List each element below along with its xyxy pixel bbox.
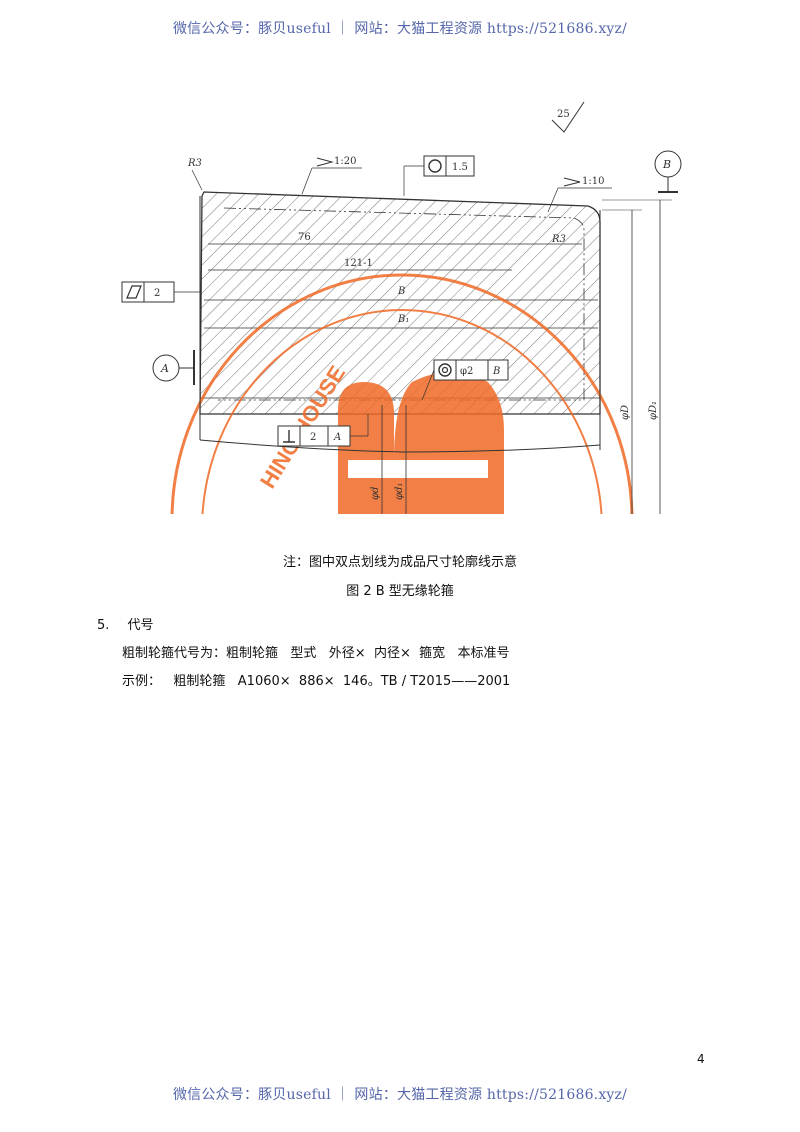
dim-B: B xyxy=(397,286,405,297)
taper-left-label: 1:20 xyxy=(334,156,356,167)
drawing-figure: HING HOUSE 25 R3 R3 xyxy=(112,100,692,514)
roughness-label: 25 xyxy=(557,109,570,120)
dim-121: 121-1 xyxy=(344,258,373,269)
taper-right-label: 1:10 xyxy=(582,176,604,187)
phi-D-label: φD xyxy=(620,405,631,420)
r3-right-label: R3 xyxy=(551,234,566,245)
phi-D1-label: φD₁ xyxy=(648,401,659,420)
flatness-tol: 2 xyxy=(154,288,160,299)
phi-d-label: φd xyxy=(370,487,381,500)
tire-section xyxy=(199,191,601,415)
page-number: 4 xyxy=(697,1052,705,1066)
figure-note: 注：图中双点划线为成品尺寸轮廓线示意 xyxy=(282,555,517,570)
dim-B1: B₁ xyxy=(397,314,409,325)
watermark-top: 微信公众号：豚贝useful ｜ 网站：大猫工程资源 https://52168… xyxy=(172,21,628,37)
phi-d1-label: φd₁ xyxy=(394,483,405,500)
example-line: 示例： 粗制轮箍 A1060× 886× 146。TB / T2015——200… xyxy=(122,674,511,689)
perp-tol: 2 xyxy=(310,432,316,443)
concentric-ref: B xyxy=(492,366,500,377)
dim-76: 76 xyxy=(298,232,311,243)
section-title: 代号 xyxy=(127,618,154,633)
datum-b-label: B xyxy=(662,158,671,171)
roundness-tol: 1.5 xyxy=(452,162,468,173)
section-number: 5. xyxy=(97,618,110,633)
perp-ref: A xyxy=(333,432,341,443)
code-format-line: 粗制轮箍代号为：粗制轮箍 型式 外径× 内径× 箍宽 本标准号 xyxy=(122,646,510,661)
concentricity-icon xyxy=(438,363,452,377)
watermark-bottom: 微信公众号：豚贝useful ｜ 网站：大猫工程资源 https://52168… xyxy=(172,1087,628,1103)
section-heading: 5. 代号 xyxy=(97,614,154,633)
finished-outline xyxy=(218,207,585,401)
figure-caption: 图 2 B 型无缘轮箍 xyxy=(346,584,454,599)
flatness-icon xyxy=(126,285,142,299)
perpendicularity-icon xyxy=(283,430,295,443)
datum-a-label: A xyxy=(160,362,169,375)
r3-left-label: R3 xyxy=(187,158,202,169)
roundness-icon xyxy=(428,159,442,173)
concentric-tol: φ2 xyxy=(460,366,473,377)
